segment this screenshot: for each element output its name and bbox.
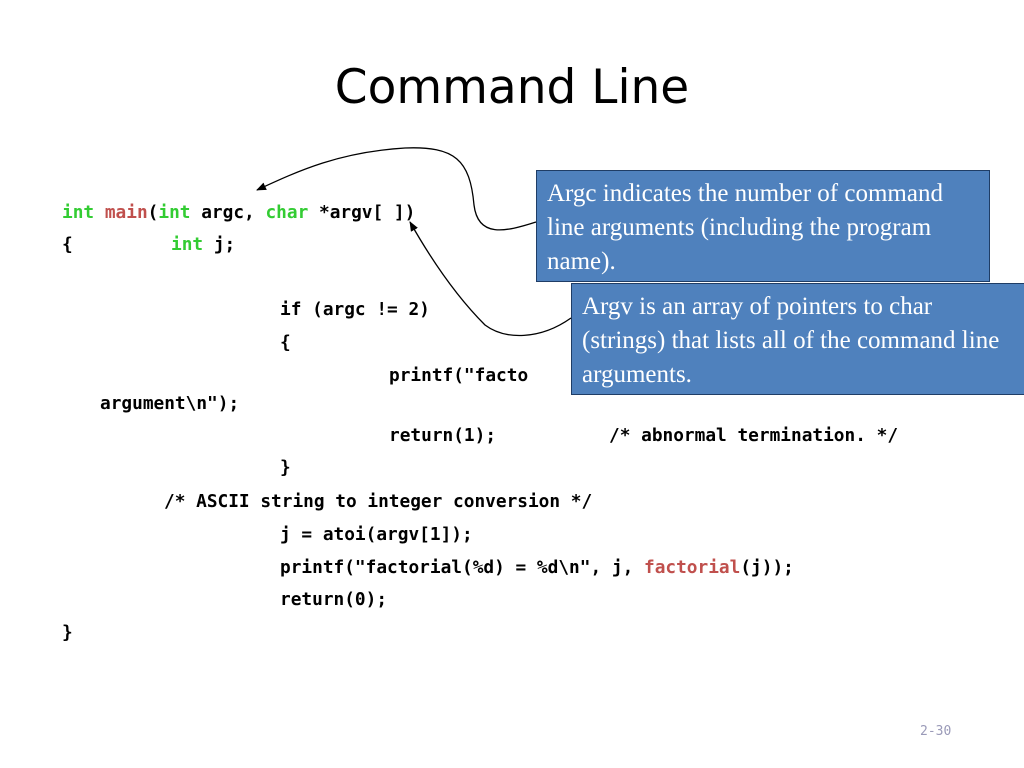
code-line-decl: int j; <box>171 234 235 255</box>
code-line-signature: int main(int argc, char *argv[ ]) <box>62 202 415 223</box>
slide-title: Command Line <box>334 60 690 115</box>
code-line: argument\n"); <box>100 393 240 414</box>
code-line: } <box>62 622 73 643</box>
code-comment: /* abnormal termination. */ <box>609 425 899 446</box>
code-line: return(0); <box>280 589 388 610</box>
callout-argc: Argc indicates the number of command lin… <box>536 170 990 282</box>
argc-arrow <box>256 147 537 231</box>
code-comment: /* ASCII string to integer conversion */ <box>164 491 593 512</box>
code-line: } <box>280 457 291 478</box>
keyword-int: int <box>158 202 191 223</box>
callout-argv: Argv is an array of pointers to char (st… <box>571 283 1024 395</box>
function-main: main <box>104 202 148 223</box>
code-line-brace: { <box>62 234 73 255</box>
code-text: ( <box>147 202 159 223</box>
keyword-int: int <box>171 234 204 255</box>
code-text: *argv[ ]) <box>308 202 416 223</box>
keyword-char: char <box>265 202 309 223</box>
code-line: j = atoi(argv[1]); <box>280 524 473 545</box>
code-line-printf: printf("factorial(%d) = %d\n", j, factor… <box>280 557 794 578</box>
keyword-int: int <box>62 202 95 223</box>
page-number: 2-30 <box>920 724 952 739</box>
code-text: j; <box>203 234 236 255</box>
code-line: printf("facto <box>389 365 529 386</box>
code-text: printf("factorial(%d) = %d\n", j, <box>280 557 644 578</box>
code-text: (j)); <box>740 557 794 578</box>
code-text: { <box>62 234 73 255</box>
code-line: { <box>280 332 291 353</box>
code-line: return(1); <box>389 425 497 446</box>
code-text: argc, <box>190 202 266 223</box>
code-line: if (argc != 2) <box>280 299 430 320</box>
function-factorial: factorial <box>643 557 741 578</box>
argv-arrow <box>409 221 572 337</box>
